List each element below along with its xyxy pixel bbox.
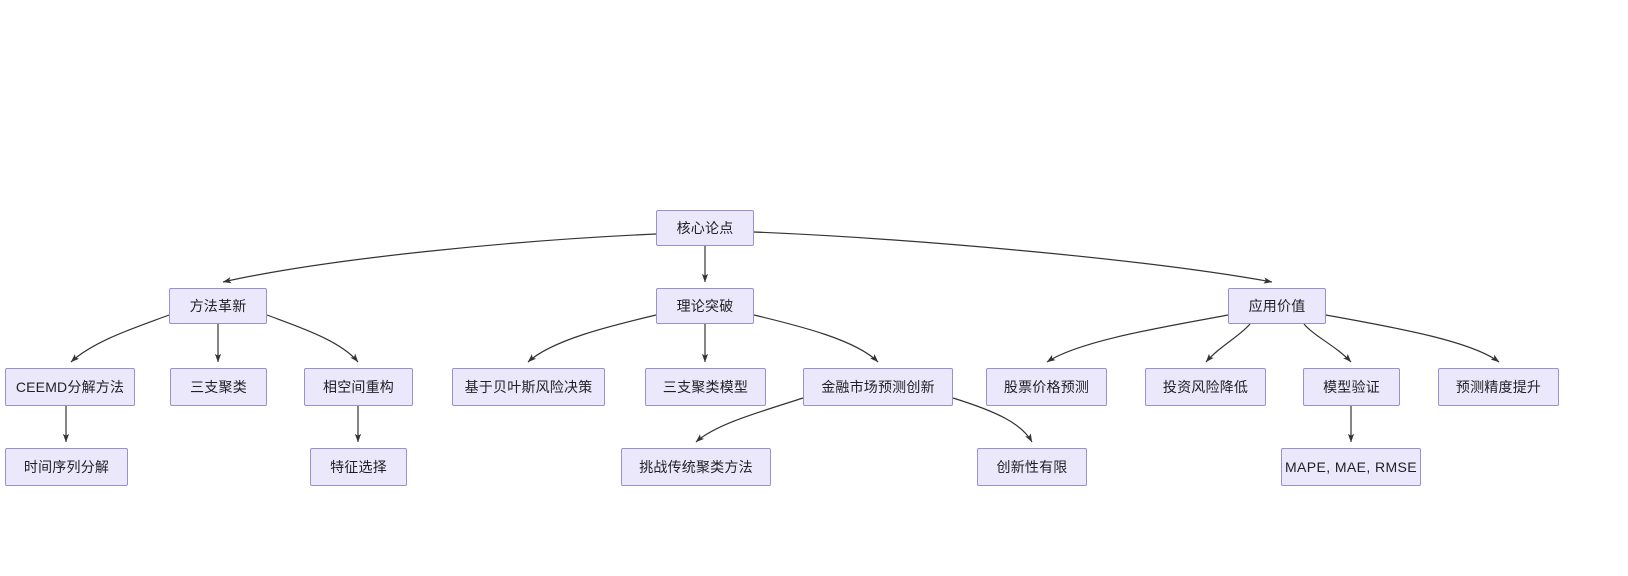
node-theory[interactable]: 理论突破 <box>656 288 754 324</box>
node-label-three_model: 三支聚类模型 <box>662 379 749 395</box>
edge-value-to-accuracy <box>1325 314 1500 363</box>
edges-group <box>62 231 1500 443</box>
node-label-finance: 金融市场预测创新 <box>821 379 935 395</box>
node-ts_decomp[interactable]: 时间序列分解 <box>5 448 128 486</box>
node-label-challenge: 挑战传统聚类方法 <box>639 459 753 475</box>
node-label-stock: 股票价格预测 <box>1003 379 1090 395</box>
node-label-risk: 投资风险降低 <box>1162 379 1249 395</box>
node-label-bayes: 基于贝叶斯风险决策 <box>464 379 593 395</box>
node-stock[interactable]: 股票价格预测 <box>986 368 1107 406</box>
node-risk[interactable]: 投资风险降低 <box>1145 368 1266 406</box>
node-label-root: 核心论点 <box>676 220 734 236</box>
edge-finance-to-limited <box>952 397 1033 443</box>
node-metrics[interactable]: MAPE, MAE, RMSE <box>1281 448 1421 486</box>
node-root[interactable]: 核心论点 <box>656 210 754 246</box>
node-validate[interactable]: 模型验证 <box>1303 368 1400 406</box>
edge-value-to-stock <box>1046 314 1229 363</box>
node-label-ts_decomp: 时间序列分解 <box>23 459 110 475</box>
node-label-metrics: MAPE, MAE, RMSE <box>1284 459 1418 475</box>
node-label-limited: 创新性有限 <box>996 459 1068 475</box>
edge-finance-to-challenge <box>695 397 804 443</box>
node-challenge[interactable]: 挑战传统聚类方法 <box>621 448 771 486</box>
edge-value-to-validate <box>1303 323 1352 363</box>
node-accuracy[interactable]: 预测精度提升 <box>1438 368 1559 406</box>
node-finance[interactable]: 金融市场预测创新 <box>803 368 953 406</box>
node-limited[interactable]: 创新性有限 <box>977 448 1087 486</box>
edge-theory-to-bayes <box>527 314 657 363</box>
edge-value-to-risk <box>1205 323 1251 363</box>
node-label-value: 应用价值 <box>1248 298 1306 314</box>
edge-root-to-value <box>753 231 1273 284</box>
node-ceemd[interactable]: CEEMD分解方法 <box>5 368 135 406</box>
node-label-method: 方法革新 <box>189 298 247 314</box>
node-label-theory: 理论突破 <box>676 298 734 314</box>
edge-theory-to-finance <box>753 314 879 363</box>
node-bayes[interactable]: 基于贝叶斯风险决策 <box>452 368 605 406</box>
node-label-feature: 特征选择 <box>330 459 387 475</box>
node-label-validate: 模型验证 <box>1323 379 1380 395</box>
edge-method-to-ceemd <box>70 314 170 363</box>
edge-method-to-phase <box>266 314 359 363</box>
node-label-accuracy: 预测精度提升 <box>1455 379 1542 395</box>
node-method[interactable]: 方法革新 <box>169 288 267 324</box>
node-value[interactable]: 应用价值 <box>1228 288 1326 324</box>
node-three_way[interactable]: 三支聚类 <box>170 368 267 406</box>
node-phase[interactable]: 相空间重构 <box>304 368 413 406</box>
node-label-ceemd: CEEMD分解方法 <box>15 379 125 395</box>
node-label-three_way: 三支聚类 <box>190 379 247 395</box>
node-label-phase: 相空间重构 <box>323 379 394 395</box>
node-three_model[interactable]: 三支聚类模型 <box>645 368 766 406</box>
edge-root-to-method <box>222 233 657 284</box>
node-feature[interactable]: 特征选择 <box>310 448 407 486</box>
